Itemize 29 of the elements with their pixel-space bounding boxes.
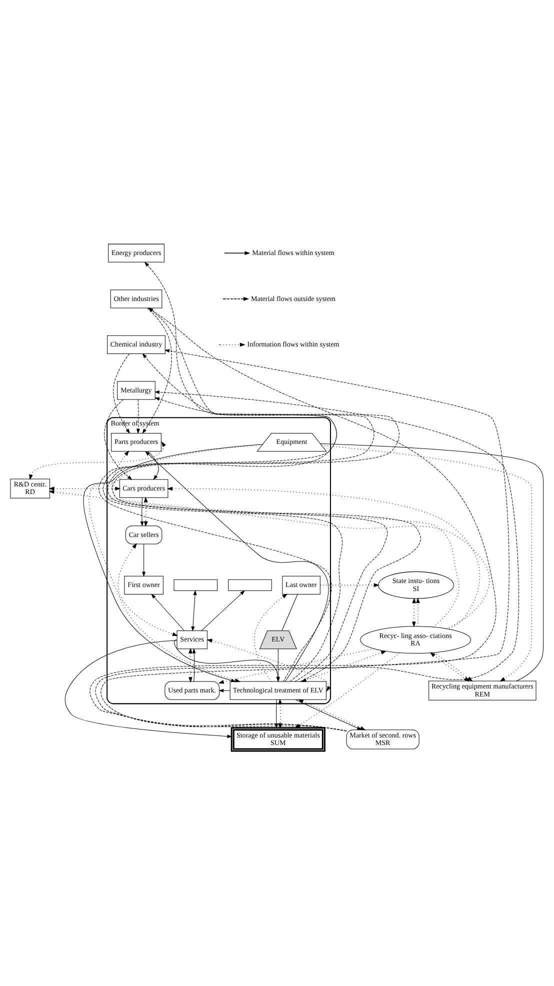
arrow <box>144 496 148 526</box>
arrow <box>416 597 420 626</box>
arrow <box>167 486 480 629</box>
arrow <box>148 450 159 480</box>
arrow <box>118 542 178 636</box>
arrow <box>218 688 230 692</box>
connector <box>282 594 298 630</box>
arrow <box>48 490 490 629</box>
arrow <box>206 638 331 692</box>
arrow <box>140 497 144 526</box>
arrow <box>142 307 172 434</box>
arrow <box>64 640 232 738</box>
arrow <box>300 650 387 682</box>
arrow <box>151 593 185 630</box>
arrow <box>192 648 196 682</box>
arrow <box>112 450 460 627</box>
arrow <box>188 647 192 682</box>
arrow <box>412 597 416 627</box>
arrow <box>113 353 130 434</box>
arrow <box>104 398 132 480</box>
arrow <box>201 590 245 631</box>
arrow <box>142 543 146 576</box>
arrow <box>136 398 140 434</box>
node-box <box>228 578 272 590</box>
arrow <box>320 582 380 587</box>
arrow <box>48 486 121 490</box>
arrow <box>191 590 197 632</box>
node-box <box>174 578 218 590</box>
arrow <box>29 440 166 480</box>
